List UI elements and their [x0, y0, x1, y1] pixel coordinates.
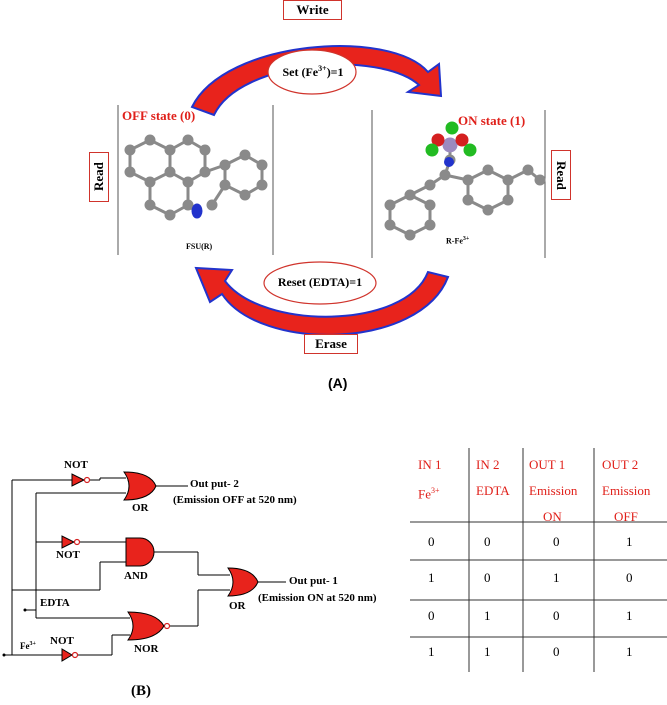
read-right-label: Read — [551, 150, 571, 200]
fe-input-label: Fe3+ — [20, 641, 36, 651]
reset-oval — [263, 261, 377, 305]
cell-r4-c1: 1 — [428, 644, 435, 659]
or-right-label: OR — [229, 600, 246, 612]
set-oval — [267, 49, 357, 95]
output1-label: Out put- 1 — [289, 575, 338, 587]
reset-condition: Reset (EDTA)=1 — [277, 275, 363, 289]
cell-r2-c1: 1 — [428, 570, 435, 585]
output2-label: Out put- 2 — [190, 478, 239, 490]
cell-r1-c2: 0 — [484, 534, 491, 549]
not-top-label: NOT — [64, 459, 88, 471]
nor-label: NOR — [134, 643, 159, 655]
truth-table-grid — [410, 448, 667, 672]
r-fe-molecule — [384, 121, 546, 241]
cell-r2-c3: 1 — [553, 570, 560, 585]
not-gate-mid — [61, 535, 76, 549]
cell-r3-c1: 0 — [428, 608, 435, 623]
logic-circuit — [2, 471, 286, 662]
read-left-label: Read — [89, 152, 109, 202]
cell-r1-c3: 0 — [553, 534, 560, 549]
th-in1: IN 1 Fe3+ — [418, 457, 442, 502]
not-mid-label: NOT — [56, 549, 80, 561]
write-label: Write — [283, 0, 342, 20]
and-label: AND — [124, 570, 148, 582]
output2-desc: (Emission OFF at 520 nm) — [173, 494, 297, 506]
on-state-label: ON state (1) — [458, 113, 526, 128]
cell-r2-c4: 0 — [626, 570, 633, 585]
or-top-label: OR — [132, 502, 149, 514]
and-gate — [125, 537, 155, 567]
erase-label: Erase — [304, 334, 358, 354]
cell-r1-c4: 1 — [626, 534, 633, 549]
cell-r4-c2: 1 — [484, 644, 491, 659]
panel-a-tag: (A) — [328, 375, 348, 391]
cell-r1-c1: 0 — [428, 534, 435, 549]
not-bottom-label: NOT — [50, 635, 74, 647]
panel-b-tag: (B) — [131, 683, 151, 699]
write-arc-arrow — [190, 45, 443, 117]
set-condition: Set (Fe3+)=1 — [282, 64, 344, 79]
not-gate-top — [71, 473, 86, 487]
panel-a-graphic — [117, 45, 546, 336]
or-gate-right — [227, 567, 259, 597]
or-gate-top — [123, 471, 157, 501]
cell-r2-c2: 0 — [484, 570, 491, 585]
erase-arc-arrow — [194, 266, 450, 336]
th-out1: OUT 1 Emission ON — [529, 457, 578, 524]
cell-r4-c4: 1 — [626, 644, 633, 659]
th-in2: IN 2 EDTA — [476, 457, 510, 498]
cell-r4-c3: 0 — [553, 644, 560, 659]
output1-desc: (Emission ON at 520 nm) — [258, 592, 377, 604]
cell-r3-c4: 1 — [626, 608, 633, 623]
not-gate-bottom — [61, 648, 73, 662]
r-fe-caption: R-Fe3+ — [446, 236, 470, 246]
cell-r3-c2: 1 — [484, 608, 491, 623]
th-out2: OUT 2 Emission OFF — [602, 457, 651, 524]
fsu-molecule — [124, 134, 268, 221]
off-state-label: OFF state (0) — [122, 108, 196, 123]
edta-input-label: EDTA — [40, 597, 70, 609]
nor-gate — [127, 611, 165, 641]
cell-r3-c3: 0 — [553, 608, 560, 623]
fsu-caption: FSU(R) — [186, 242, 213, 251]
